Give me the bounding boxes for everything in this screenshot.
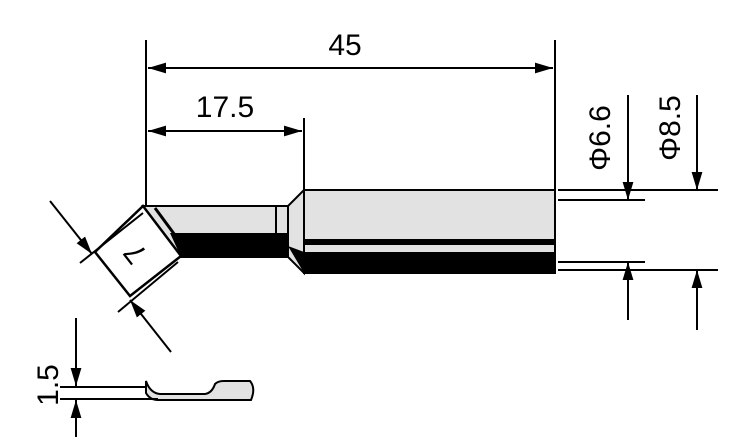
dimension-tip-width bbox=[49, 200, 179, 353]
inner-diameter-label: Φ6.6 bbox=[584, 105, 617, 171]
dimension-diameters bbox=[558, 95, 718, 330]
tip-side-profile bbox=[60, 380, 255, 401]
dimension-overall-length bbox=[145, 40, 556, 206]
tip-neck bbox=[141, 205, 289, 258]
tip-length-label: 17.5 bbox=[196, 91, 254, 124]
overall-length-label: 45 bbox=[328, 29, 361, 62]
tip-face bbox=[93, 204, 183, 298]
dimension-tip-length bbox=[148, 118, 305, 190]
outer-diameter-label: Φ8.5 bbox=[654, 95, 687, 161]
tip-thickness-label: 1.5 bbox=[32, 364, 65, 406]
shaft bbox=[287, 187, 556, 276]
